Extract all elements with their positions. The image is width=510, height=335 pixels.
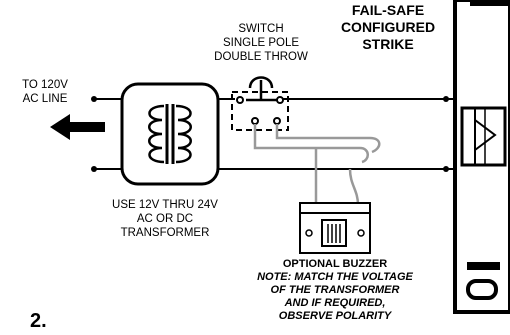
step-number: 2.: [30, 310, 47, 332]
polarity-note-line-4: OBSERVE POLARITY: [278, 310, 392, 322]
polarity-note-line-3: AND IF REQUIRED,: [284, 297, 386, 309]
wire-dots: [91, 96, 449, 172]
buzzer-label: OPTIONAL BUZZER: [282, 258, 388, 270]
strike-title: FAIL-SAFE CONFIGURED STRIKE: [330, 2, 446, 53]
strike-title-line-3: STRIKE: [362, 36, 414, 52]
polarity-note-line-1: NOTE: MATCH THE VOLTAGE: [257, 271, 413, 283]
buzzer-symbol: [299, 202, 371, 254]
switch-spdt: [231, 76, 289, 131]
switch-label-line-2: SINGLE POLE: [222, 37, 300, 49]
transformer-label-line-1: USE 12V THRU 24V: [112, 199, 218, 211]
strike-title-line-1: FAIL-SAFE: [351, 2, 425, 18]
switch-label-line-3: DOUBLE THROW: [214, 51, 308, 63]
transformer-label-line-2: AC OR DC: [136, 213, 194, 225]
buzzer-wires: [253, 124, 381, 206]
strike-title-line-2: CONFIGURED: [340, 19, 436, 35]
switch-label: SWITCH SINGLE POLE DOUBLE THROW: [205, 22, 317, 64]
polarity-note: NOTE: MATCH THE VOLTAGE OF THE TRANSFORM…: [228, 271, 442, 323]
strike-body: [453, 0, 510, 314]
transformer-label-line-3: TRANSFORMER: [120, 227, 210, 239]
transformer-label: USE 12V THRU 24V AC OR DC TRANSFORMER: [100, 198, 230, 240]
ac-line-label-line-2: AC LINE: [22, 93, 68, 105]
ac-line-label-line-1: TO 120V: [22, 79, 68, 91]
transformer-symbol: [120, 82, 220, 186]
ac-line-label: TO 120V AC LINE: [10, 78, 80, 106]
switch-label-line-1: SWITCH: [238, 23, 284, 35]
ac-line-arrow: [50, 114, 105, 140]
polarity-note-line-2: OF THE TRANSFORMER: [270, 284, 400, 296]
